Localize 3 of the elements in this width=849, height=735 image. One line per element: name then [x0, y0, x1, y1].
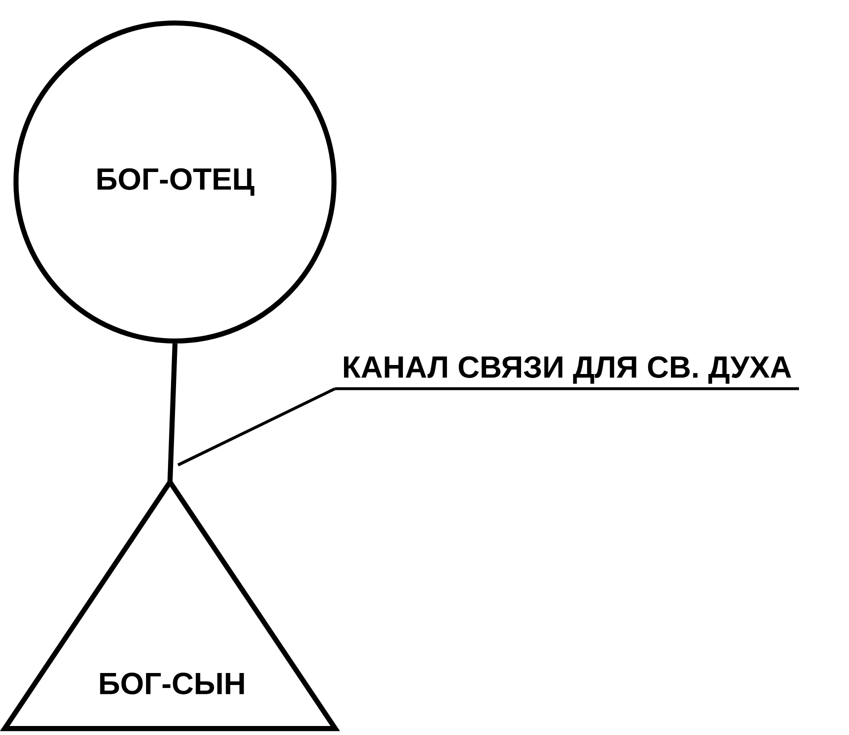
leader-line	[177, 387, 336, 466]
connecting-line	[167, 343, 178, 482]
underlined-label: КАНАЛ СВЯЗИ ДЛЯ СВ. ДУХА	[335, 356, 799, 390]
